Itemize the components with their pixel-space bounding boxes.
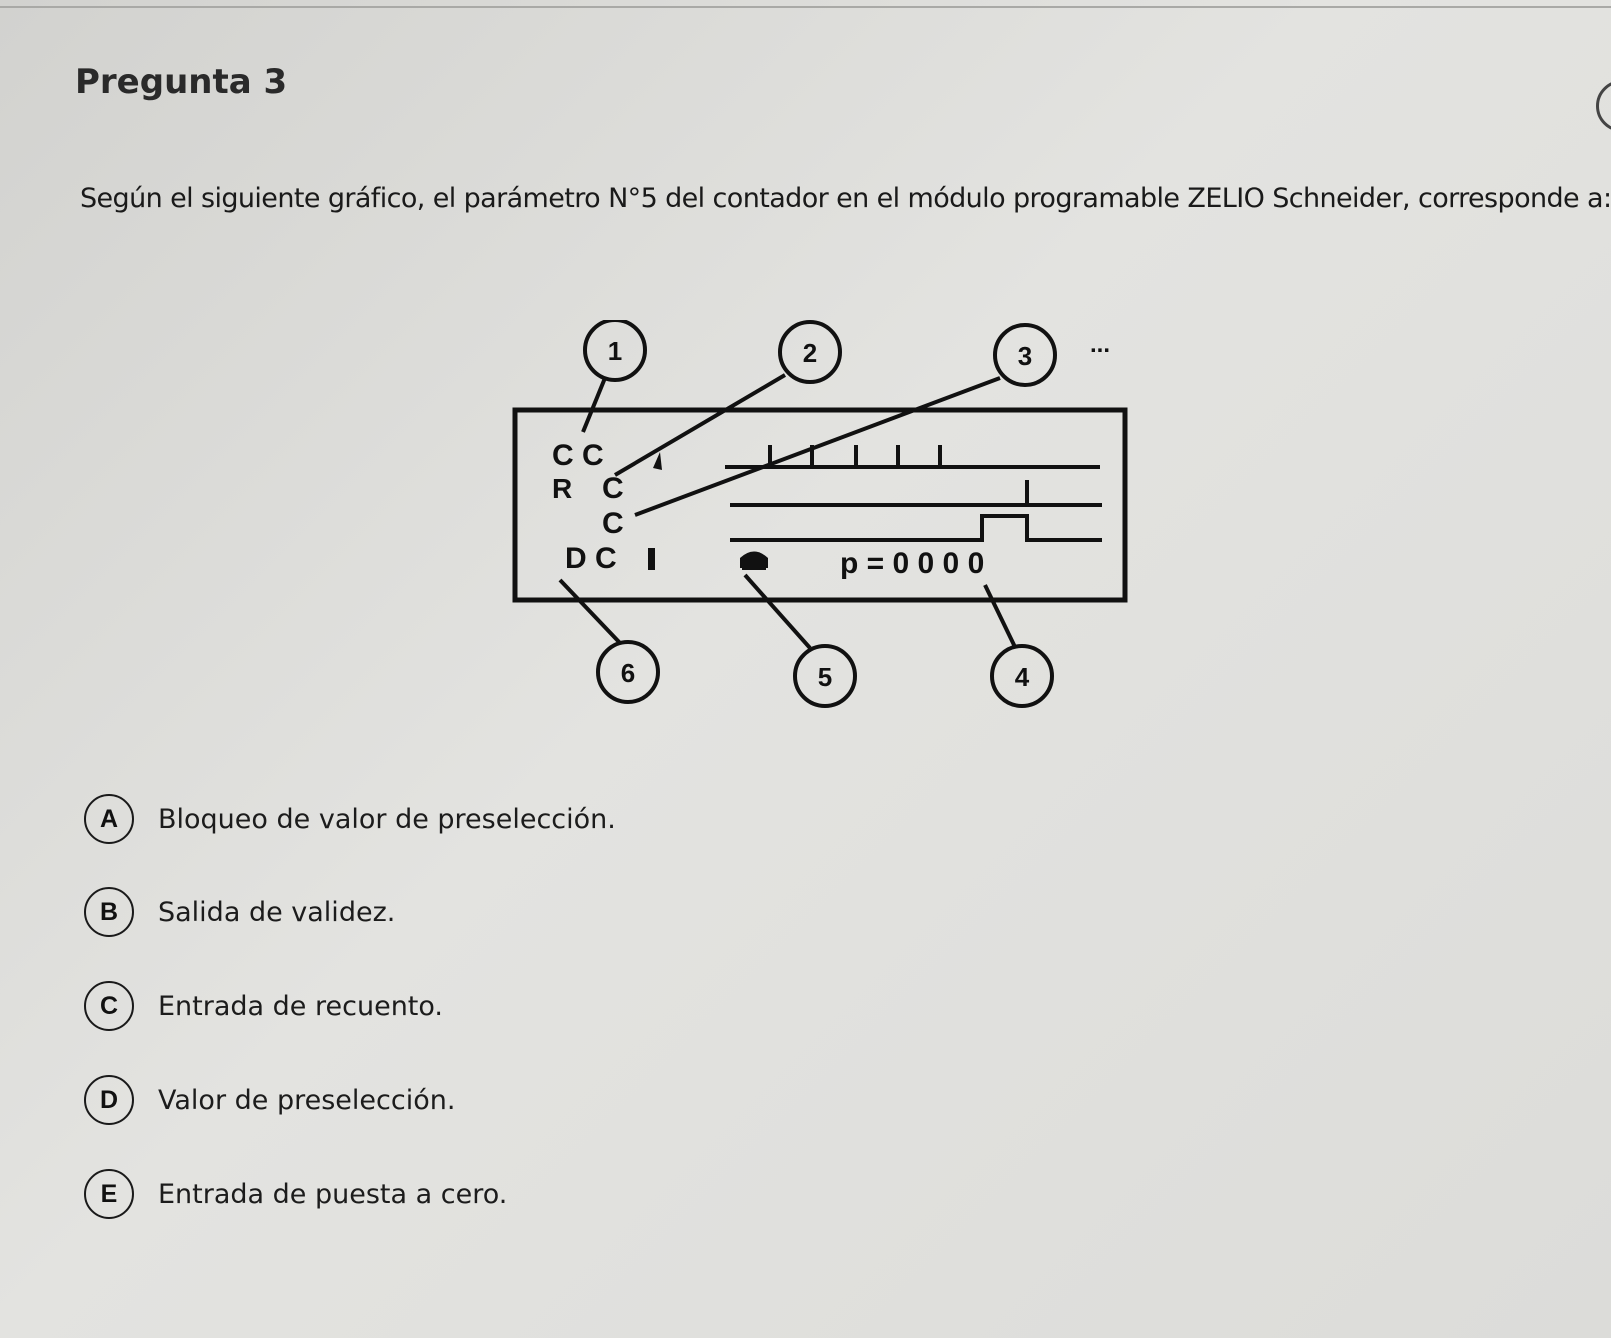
label-cc: C C bbox=[552, 439, 604, 472]
option-b-text: Salida de validez. bbox=[158, 896, 396, 928]
callout-4 bbox=[990, 644, 1054, 708]
up-arrow-mark bbox=[653, 452, 662, 470]
option-a-text: Bloqueo de valor de preselección. bbox=[158, 803, 616, 835]
option-b-badge[interactable]: B bbox=[84, 887, 134, 937]
callout-2-label: 2 bbox=[803, 338, 817, 368]
leader-line-5 bbox=[743, 573, 812, 650]
top-border bbox=[0, 6, 1611, 8]
callout-2 bbox=[778, 320, 842, 384]
option-d-text: Valor de preselección. bbox=[158, 1084, 456, 1116]
ellipsis: ... bbox=[1090, 331, 1110, 358]
lock-icon bbox=[740, 551, 768, 570]
counter-diagram: 1 2 3 ... 6 5 4 C C R C C D C bbox=[512, 320, 1128, 708]
trace-output bbox=[730, 514, 1102, 542]
leader-line-3 bbox=[634, 376, 1001, 517]
option-a[interactable]: A Bloqueo de valor de preselección. bbox=[84, 791, 784, 847]
leader-line-6 bbox=[558, 578, 622, 645]
callout-6 bbox=[596, 640, 660, 704]
leader-line-1 bbox=[581, 377, 607, 433]
label-dc: D C bbox=[565, 542, 617, 575]
option-c-badge[interactable]: C bbox=[84, 981, 134, 1031]
callout-5-label: 5 bbox=[818, 662, 832, 692]
question-text: Según el siguiente gráfico, el parámetro… bbox=[80, 183, 1611, 214]
option-d-badge[interactable]: D bbox=[84, 1075, 134, 1125]
callout-3-label: 3 bbox=[1018, 341, 1032, 371]
leader-line-4 bbox=[983, 584, 1017, 648]
down-arrow-mark bbox=[648, 548, 655, 570]
callout-3 bbox=[993, 323, 1057, 387]
counter-display-box bbox=[512, 407, 1128, 603]
callout-5 bbox=[793, 644, 857, 708]
label-c: C bbox=[602, 507, 624, 540]
option-e-badge[interactable]: E bbox=[84, 1169, 134, 1219]
preset-value: p = 0 0 0 0 bbox=[840, 547, 984, 580]
option-a-badge[interactable]: A bbox=[84, 794, 134, 844]
option-e-text: Entrada de puesta a cero. bbox=[158, 1178, 508, 1210]
option-d[interactable]: D Valor de preselección. bbox=[84, 1072, 784, 1128]
callout-4-label: 4 bbox=[1015, 662, 1030, 692]
callout-1-label: 1 bbox=[608, 336, 622, 366]
leader-line-2 bbox=[613, 373, 787, 477]
flag-icon[interactable] bbox=[1596, 80, 1611, 132]
option-b[interactable]: B Salida de validez. bbox=[84, 884, 784, 940]
question-title: Pregunta 3 bbox=[75, 62, 288, 102]
option-c-text: Entrada de recuento. bbox=[158, 990, 444, 1022]
option-e[interactable]: E Entrada de puesta a cero. bbox=[84, 1166, 784, 1222]
label-r: R bbox=[552, 473, 572, 504]
callout-6-label: 6 bbox=[621, 658, 635, 688]
count-pulses bbox=[768, 445, 942, 467]
label-rc: C bbox=[602, 472, 624, 505]
callout-1 bbox=[583, 320, 647, 382]
option-c[interactable]: C Entrada de recuento. bbox=[84, 978, 784, 1034]
